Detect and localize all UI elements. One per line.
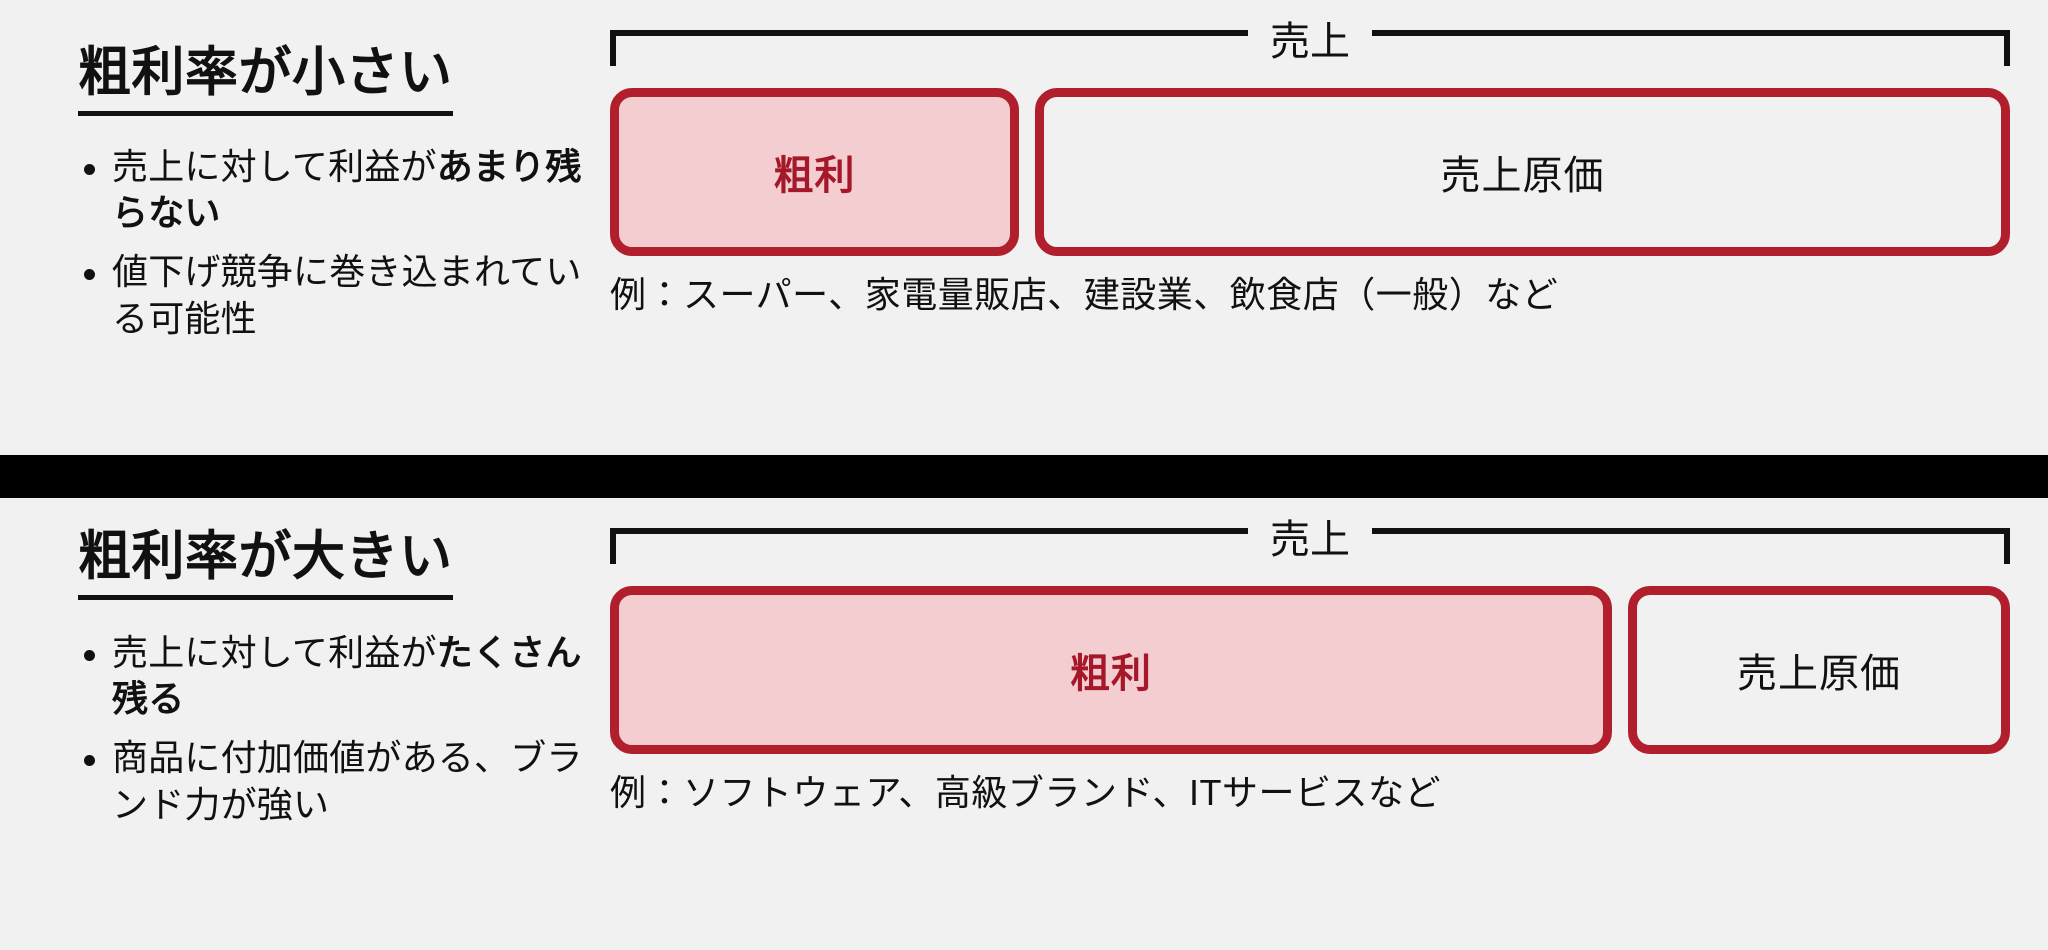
bullet-text-lead: 売上に対して利益が bbox=[112, 631, 437, 673]
bullet-list-low-margin: 売上に対して利益があまり残らない 値下げ競争に巻き込まれている可能性 bbox=[78, 144, 590, 343]
panel-low-margin: 粗利率が小さい 売上に対して利益があまり残らない 値下げ競争に巻き込まれている可… bbox=[0, 0, 2048, 455]
list-item: 値下げ競争に巻き込まれている可能性 bbox=[78, 249, 590, 343]
gross-profit-box-high: 粗利 bbox=[610, 586, 1613, 754]
boxes-row-low-margin: 粗利 売上原価 bbox=[610, 88, 2010, 256]
example-text-low-margin: 例：スーパー、家電量販店、建設業、飲食店（一般）など bbox=[610, 274, 1559, 315]
diagram-high-margin: 売上 粗利 売上原価 例：ソフトウェア、高級ブランド、ITサービスなど bbox=[610, 518, 2020, 815]
bracket-right-arm bbox=[1372, 30, 2010, 66]
bullet-text-strong: あまり残らない bbox=[112, 145, 582, 234]
gross-profit-box-low: 粗利 bbox=[610, 88, 1019, 256]
bullet-text-lead: 値下げ競争に巻き込まれている可能性 bbox=[112, 251, 582, 339]
right-column-low-margin: 売上 粗利 売上原価 例：スーパー、家電量販店、建設業、飲食店（一般）など bbox=[600, 0, 2048, 455]
section-title-low-margin: 粗利率が小さい bbox=[78, 42, 453, 116]
section-title-high-margin: 粗利率が大きい bbox=[78, 526, 453, 600]
list-item: 売上に対して利益があまり残らない bbox=[78, 144, 590, 238]
cost-of-sales-box-high: 売上原価 bbox=[1628, 586, 2010, 754]
left-column-high-margin: 粗利率が大きい 売上に対して利益がたくさん残る 商品に付加価値がある、ブランド力… bbox=[0, 498, 600, 950]
bracket-left-arm bbox=[610, 30, 1248, 66]
example-text-high-margin: 例：ソフトウェア、高級ブランド、ITサービスなど bbox=[610, 772, 1441, 813]
list-item: 売上に対して利益がたくさん残る bbox=[78, 630, 590, 724]
bracket-left-arm bbox=[610, 528, 1248, 564]
diagram-low-margin: 売上 粗利 売上原価 例：スーパー、家電量販店、建設業、飲食店（一般）など bbox=[610, 20, 2020, 317]
sales-bracket-low-margin: 売上 bbox=[610, 20, 2010, 76]
list-item: 商品に付加価値がある、ブランド力が強い bbox=[78, 735, 590, 829]
boxes-row-high-margin: 粗利 売上原価 bbox=[610, 586, 2010, 754]
cost-of-sales-box-low: 売上原価 bbox=[1034, 88, 2010, 256]
bullet-text-strong: たくさん残る bbox=[112, 631, 582, 720]
left-column-low-margin: 粗利率が小さい 売上に対して利益があまり残らない 値下げ競争に巻き込まれている可… bbox=[0, 0, 600, 455]
bullet-list-high-margin: 売上に対して利益がたくさん残る 商品に付加価値がある、ブランド力が強い bbox=[78, 630, 590, 829]
bracket-right-arm bbox=[1372, 528, 2010, 564]
bullet-text-lead: 売上に対して利益が bbox=[112, 145, 437, 187]
bracket-label-sales: 売上 bbox=[1270, 20, 1350, 64]
bracket-label-sales: 売上 bbox=[1270, 518, 1350, 562]
section-divider-bar bbox=[0, 455, 2048, 498]
right-column-high-margin: 売上 粗利 売上原価 例：ソフトウェア、高級ブランド、ITサービスなど bbox=[600, 498, 2048, 950]
panel-high-margin: 粗利率が大きい 売上に対して利益がたくさん残る 商品に付加価値がある、ブランド力… bbox=[0, 498, 2048, 950]
sales-bracket-high-margin: 売上 bbox=[610, 518, 2010, 574]
bullet-text-lead: 商品に付加価値がある、ブランド力が強い bbox=[112, 737, 583, 825]
